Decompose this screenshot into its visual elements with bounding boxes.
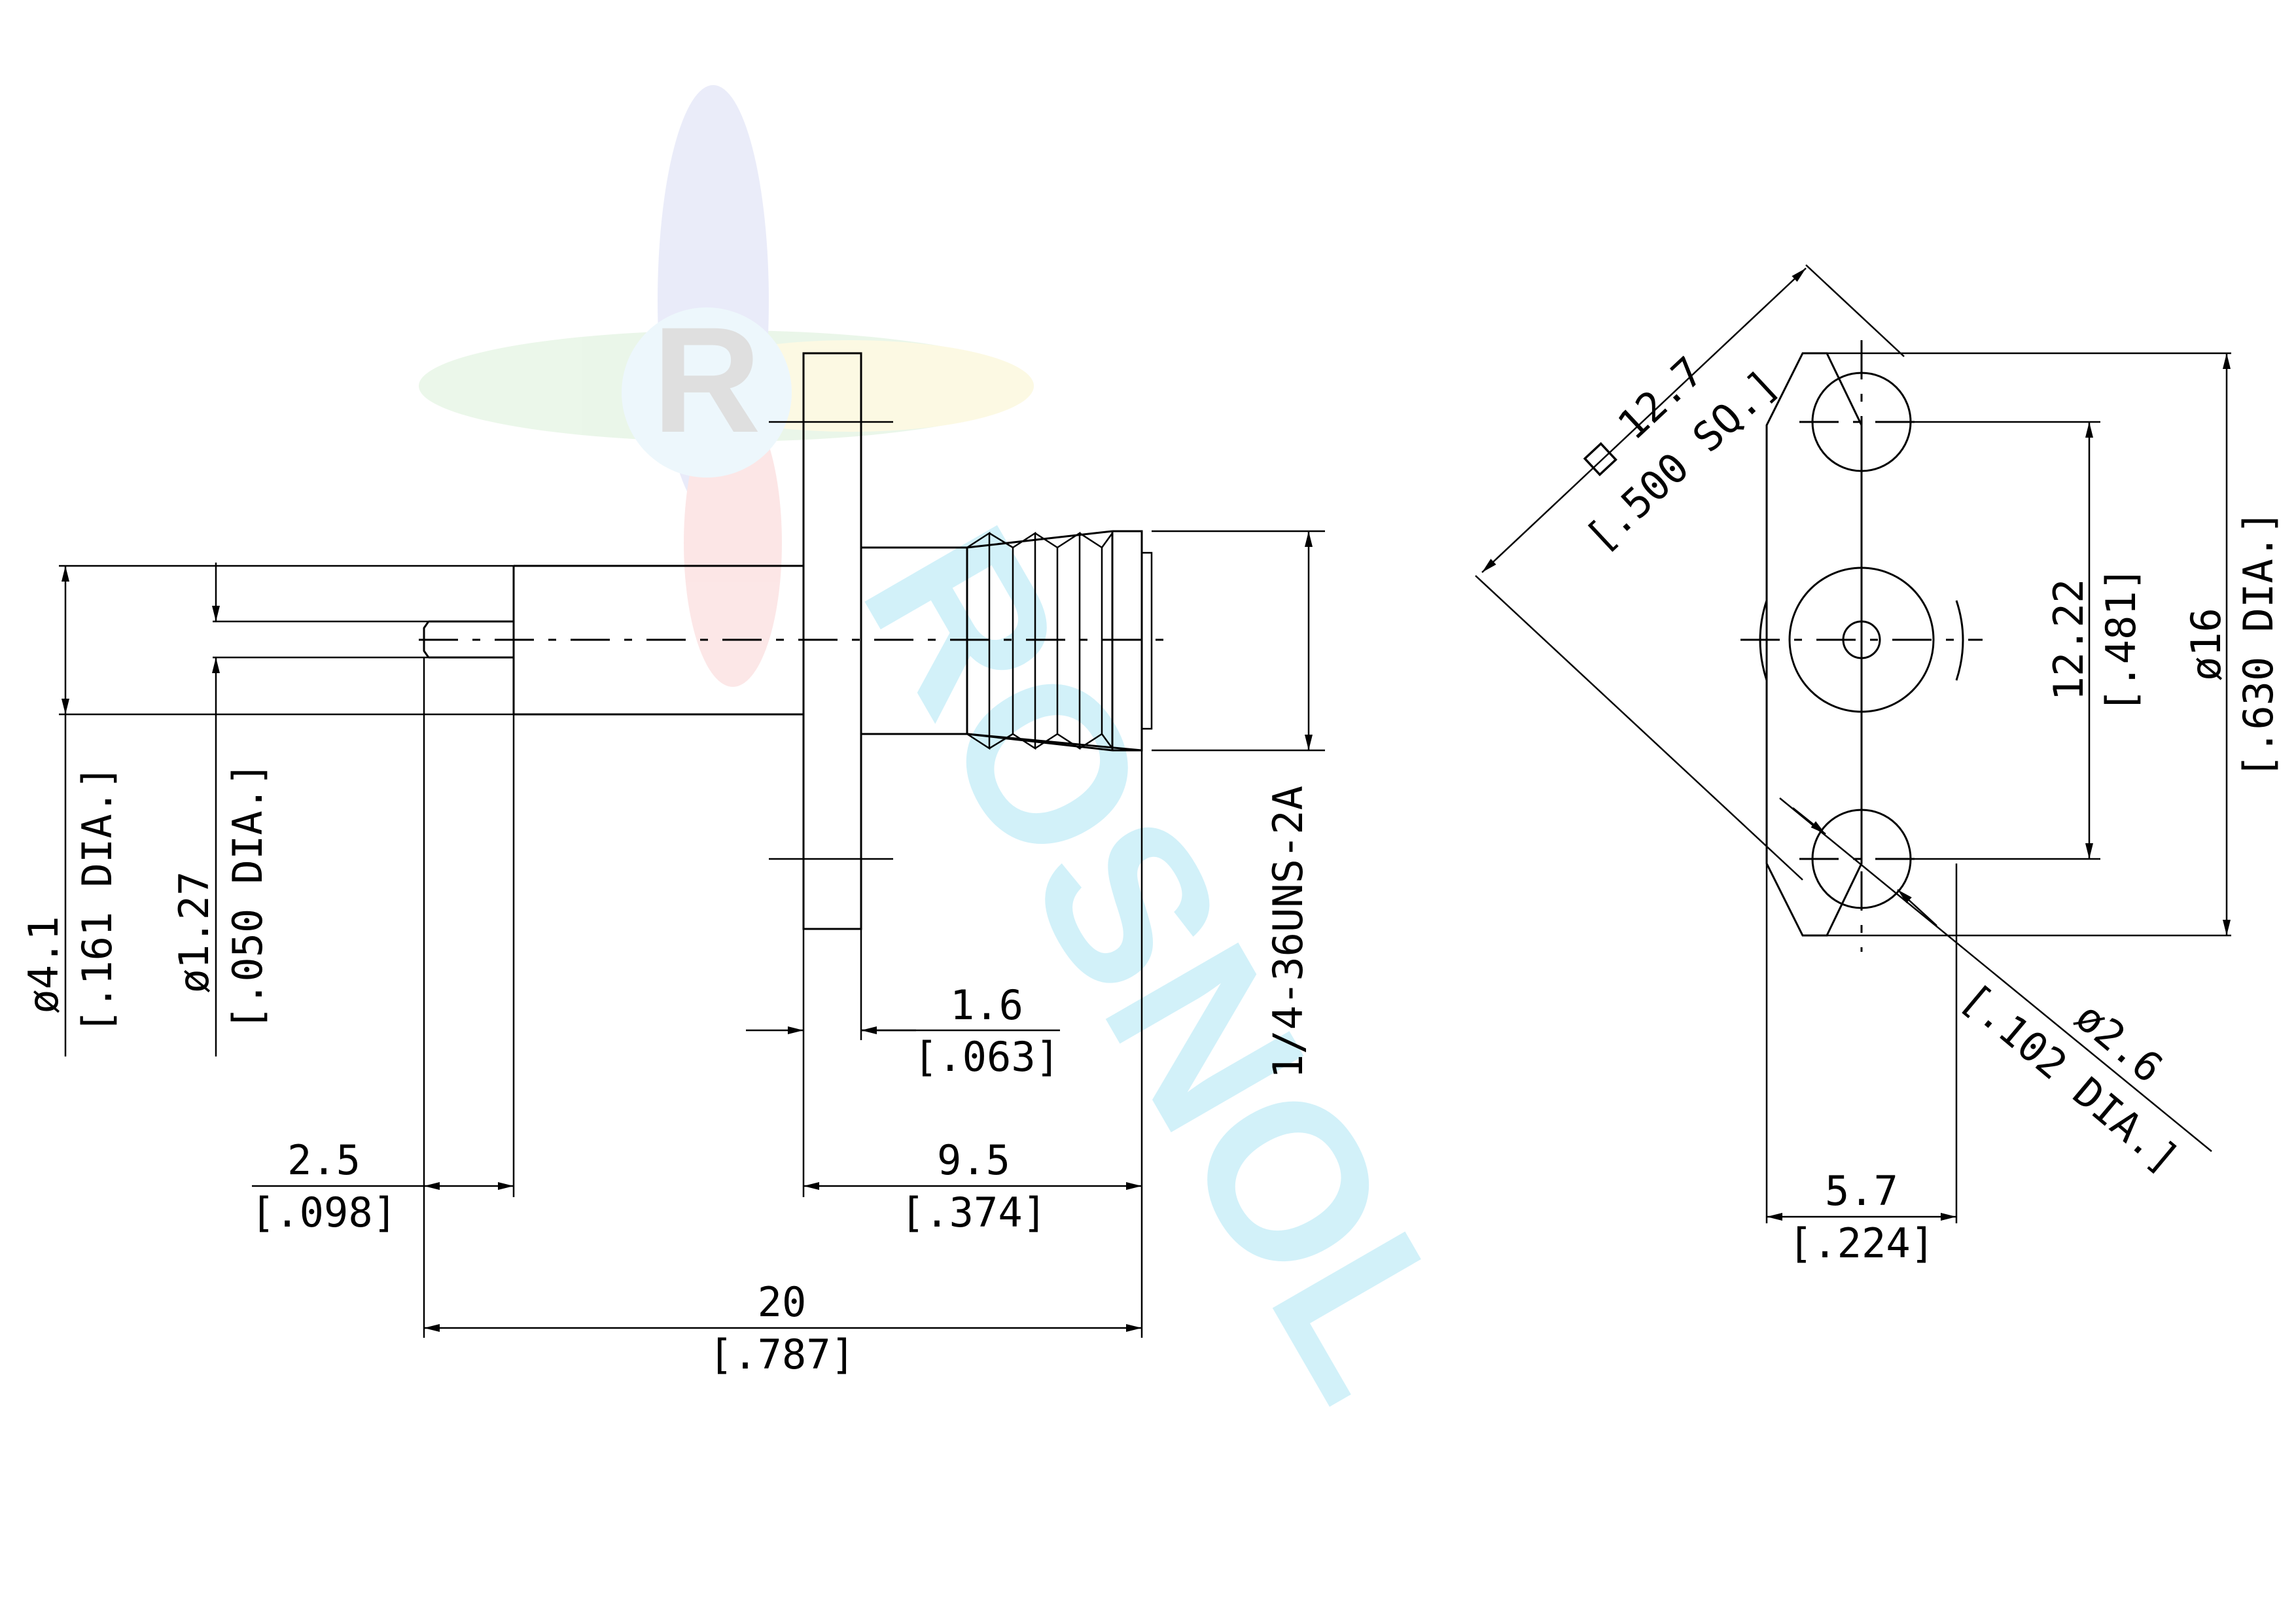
hole-dia-inch-label: [.102 DIA.] xyxy=(1952,974,2188,1183)
pin-length-label: 2.5 xyxy=(287,1136,361,1184)
front-view xyxy=(1475,264,2231,1223)
pin-length-inch-label: [.098] xyxy=(251,1189,397,1236)
flange xyxy=(802,352,862,930)
front-view-labels: □ 12.7 [.500 SQ.] 12.22 [.481] ø16 [.630… xyxy=(1573,347,2282,1267)
watermark-logo-letter: R xyxy=(652,296,761,464)
pin-dia-inch-label: [.050 DIA.] xyxy=(224,762,272,1031)
body-bulge-right xyxy=(1955,600,1964,681)
hole-spacing-inch-label: [.481] xyxy=(2097,567,2145,713)
side-view-labels: ø4.1 [.161 DIA.] ø1.27 [.050 DIA.] 2.5 [… xyxy=(20,762,1312,1378)
flange-thk-inch-label: [.063] xyxy=(913,1033,1060,1081)
front-neck xyxy=(861,546,967,735)
watermark-brand-text: ROSNOL xyxy=(816,489,1507,1437)
flange-outline xyxy=(1765,352,1863,937)
watermark-logo: R xyxy=(419,85,1034,687)
flange-thk-label: 1.6 xyxy=(950,981,1023,1029)
side-view xyxy=(59,352,1325,1338)
thread-len-inch-label: [.374] xyxy=(900,1189,1047,1236)
flange-dia-label: ø16 xyxy=(2182,608,2230,681)
thread-len-label: 9.5 xyxy=(937,1136,1010,1184)
hole-spacing-label: 12.22 xyxy=(2045,579,2093,701)
flange-width-inch-label: [.224] xyxy=(1788,1219,1935,1267)
flange-dia-inch-label: [.630 DIA.] xyxy=(2234,510,2282,779)
flange-width-label: 5.7 xyxy=(1825,1167,1898,1215)
thread-spec-label: 1/4-36UNS-2A xyxy=(1264,786,1312,1079)
overall-length-label: 20 xyxy=(758,1278,807,1326)
body-dia-inch-label: [.161 DIA.] xyxy=(73,765,121,1034)
pin-dia-label: ø1.27 xyxy=(170,871,218,994)
overall-length-inch-label: [.787] xyxy=(709,1331,855,1378)
body-dia-label: ø4.1 xyxy=(20,916,67,1013)
